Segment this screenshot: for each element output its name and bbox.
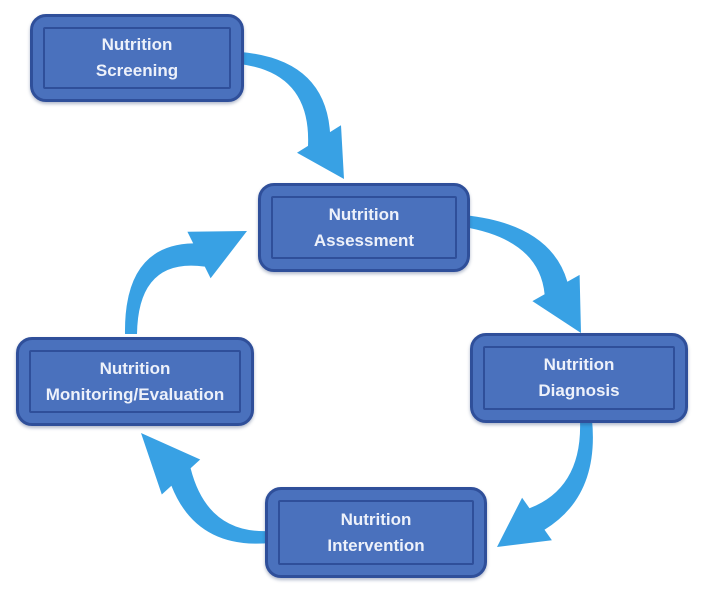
node-label-line1: Nutrition: [328, 204, 400, 224]
arrow-intervention-to-monitoring: [141, 433, 271, 544]
node-nutrition-monitoring-evaluation: Nutrition Monitoring/Evaluation: [16, 337, 254, 426]
node-label-line1: Nutrition: [101, 35, 173, 54]
node-label-line2: Diagnosis: [538, 381, 620, 400]
node-label-line2: Monitoring/Evaluation: [45, 384, 225, 404]
node-nutrition-assessment: Nutrition Assessment: [258, 183, 470, 272]
node-inner-border: Nutrition Intervention: [278, 500, 474, 565]
arrow-screening-to-assessment: [239, 52, 344, 179]
node-label-line2: Screening: [95, 61, 179, 80]
node-label-line1: Nutrition: [99, 358, 171, 378]
node-label-line2: Assessment: [313, 230, 415, 250]
node-label-line1: Nutrition: [340, 509, 412, 529]
arrow-assessment-to-diagnosis: [463, 215, 581, 333]
node-label-line1: Nutrition: [543, 355, 615, 374]
node-inner-border: Nutrition Diagnosis: [483, 346, 675, 410]
arrow-diagnosis-to-intervention: [497, 419, 593, 547]
node-inner-border: Nutrition Screening: [43, 27, 231, 89]
arrow-monitoring-to-assessment: [124, 231, 247, 334]
node-label-line2: Intervention: [327, 535, 425, 555]
node-nutrition-intervention: Nutrition Intervention: [265, 487, 487, 578]
node-inner-border: Nutrition Monitoring/Evaluation: [29, 350, 241, 413]
node-inner-border: Nutrition Assessment: [271, 196, 457, 259]
node-nutrition-screening: Nutrition Screening: [30, 14, 244, 102]
node-nutrition-diagnosis: Nutrition Diagnosis: [470, 333, 688, 423]
